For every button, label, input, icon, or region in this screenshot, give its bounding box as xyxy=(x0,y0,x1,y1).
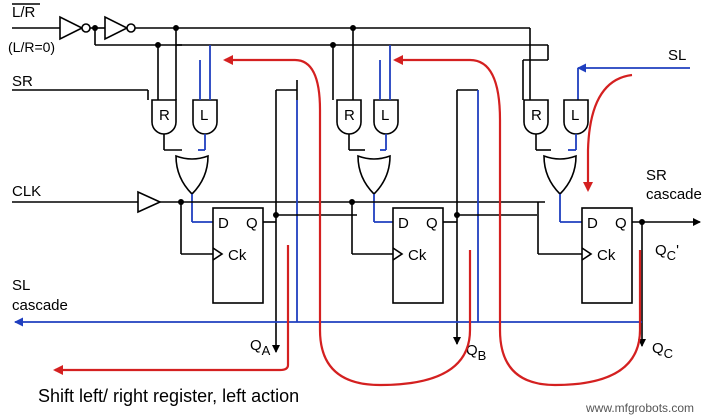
gate-r-label-b: R xyxy=(344,107,355,124)
gate-r-label-c: R xyxy=(531,107,542,124)
sl-input-label: SL xyxy=(668,47,686,64)
ff-c-d-label: D xyxy=(587,215,598,232)
inverter-1-bubble xyxy=(81,23,91,33)
clock-input: CLK xyxy=(12,183,582,255)
and-gate-r-a xyxy=(151,99,177,135)
red-arrow-c-to-b xyxy=(469,58,642,387)
gate-r-label-a: R xyxy=(159,107,170,124)
flipflop-a: D Q Ck xyxy=(212,207,264,304)
ff-a-q-label: Q xyxy=(246,215,258,232)
gate-l-label-a: L xyxy=(200,107,208,124)
red-arrow-b-to-a xyxy=(294,58,472,387)
red-arrow-sl-in xyxy=(583,73,633,192)
ff-a-ck-label: Ck xyxy=(228,247,247,264)
clk-input-label: CLK xyxy=(12,183,41,200)
sr-cascade-label-2: cascade xyxy=(646,186,702,203)
flipflop-c: D Q Ck xyxy=(581,207,633,304)
ff-a-d-label: D xyxy=(218,215,229,232)
or-gate-b xyxy=(357,154,391,196)
ff-b-q-label: Q xyxy=(426,215,438,232)
lr-input-label: L/R xyxy=(12,4,36,21)
stage-c-gates: R L xyxy=(523,99,589,223)
inverter-2 xyxy=(104,15,129,41)
lr-note: (L/R=0) xyxy=(8,39,55,55)
gate-l-label-b: L xyxy=(381,107,389,124)
watermark: www.mfgrobots.com xyxy=(585,401,694,415)
ff-c-q-label: Q xyxy=(615,215,627,232)
diagram-caption: Shift left/ right register, left action xyxy=(38,386,299,406)
stage-b-gates: R L xyxy=(336,45,399,223)
and-gate-l-c xyxy=(563,99,589,135)
sl-cascade-label-1: SL xyxy=(12,277,30,294)
ff-b-ck-label: Ck xyxy=(408,247,427,264)
q-outputs xyxy=(14,80,701,353)
qc-label: QC xyxy=(652,340,673,361)
red-arrow-out xyxy=(53,245,290,375)
ff-c-ck-label: Ck xyxy=(597,247,616,264)
sr-input: SR xyxy=(12,73,149,100)
and-gate-l-a xyxy=(192,99,218,135)
sr-cascade-label-1: SR xyxy=(646,167,667,184)
output-labels: SL cascade SR cascade QA QB QC QC' xyxy=(12,167,702,363)
clock-buffer xyxy=(137,190,162,214)
qa-label: QA xyxy=(250,337,271,358)
sl-cascade-label-2: cascade xyxy=(12,297,68,314)
inverter-2-bubble xyxy=(126,23,136,33)
stage-a-gates: R L xyxy=(151,45,218,223)
flipflop-b: D Q Ck xyxy=(392,207,444,304)
sr-input-label: SR xyxy=(12,73,33,90)
lr-input: L/R (L/R=0) xyxy=(8,3,136,55)
gate-l-label-c: L xyxy=(571,107,579,124)
or-gate-a xyxy=(175,154,209,196)
qc-prime-label: QC' xyxy=(655,242,679,263)
sl-input: SL xyxy=(577,47,690,100)
and-gate-r-b xyxy=(336,99,362,135)
control-bus xyxy=(92,25,549,100)
qb-label: QB xyxy=(466,342,486,363)
inverter-1 xyxy=(59,15,84,41)
and-gate-l-b xyxy=(373,99,399,135)
and-gate-r-c xyxy=(523,99,549,135)
data-flow-arrows xyxy=(53,55,642,387)
or-gate-c xyxy=(543,154,577,196)
ff-b-d-label: D xyxy=(398,215,409,232)
